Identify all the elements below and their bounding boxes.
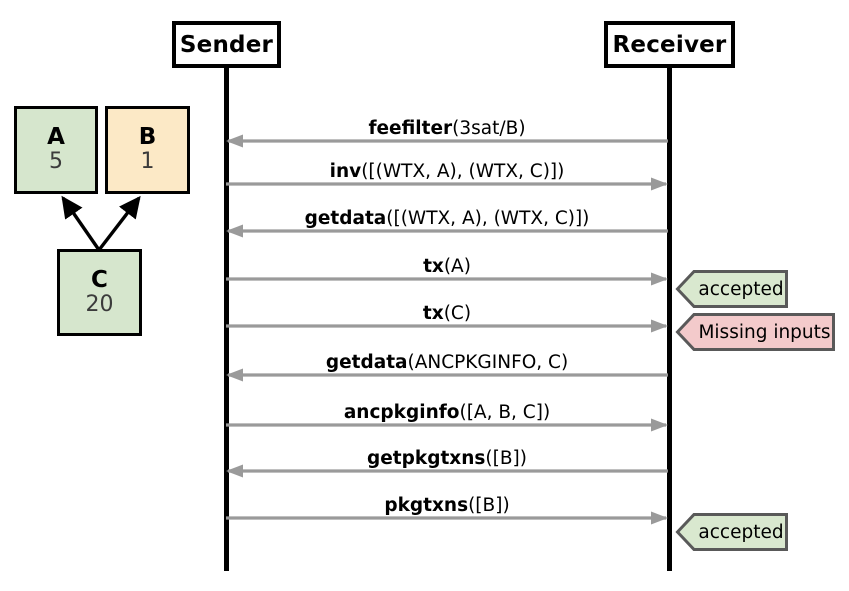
status-badge-label-1: accepted	[698, 278, 784, 300]
lifeline-sender	[224, 66, 229, 571]
message-label-5: tx(C)	[226, 303, 668, 324]
lifeline-receiver	[667, 66, 672, 571]
participant-header-sender: Sender	[172, 21, 281, 68]
dependency-arrows	[61, 195, 141, 252]
message-row-8: getpkgtxns([B])	[226, 432, 668, 478]
transaction-value-c: 20	[85, 291, 114, 317]
participant-label-receiver: Receiver	[612, 31, 727, 58]
message-label-2: inv([(WTX, A), (WTX, C)])	[226, 161, 668, 182]
transaction-name-a: A	[47, 124, 65, 151]
message-row-5: tx(C)	[226, 287, 668, 333]
message-args-1: (3sat/B)	[452, 118, 526, 139]
message-row-1: feefilter(3sat/B)	[226, 102, 668, 148]
badge-shape-2	[676, 313, 835, 351]
message-name-5: tx	[422, 303, 444, 324]
message-name-8: getpkgtxns	[367, 448, 486, 469]
message-arrow-7	[226, 418, 668, 432]
message-row-6: getdata(ANCPKGINFO, C)	[226, 336, 668, 382]
participant-header-receiver: Receiver	[604, 21, 735, 68]
message-arrow-2	[226, 177, 668, 191]
transaction-name-b: B	[138, 124, 157, 151]
transaction-box-c: C 20	[57, 249, 142, 336]
message-name-9: pkgtxns	[384, 495, 469, 516]
message-arrow-5	[226, 319, 668, 333]
message-label-1: feefilter(3sat/B)	[226, 118, 668, 139]
message-label-9: pkgtxns([B])	[226, 495, 668, 516]
message-name-3: getdata	[304, 208, 387, 229]
message-name-2: inv	[329, 161, 362, 182]
message-label-8: getpkgtxns([B])	[226, 448, 668, 469]
status-badge-label-2: Missing inputs	[698, 321, 831, 343]
message-args-5: (C)	[443, 303, 472, 324]
badge-shape-1	[676, 270, 788, 308]
message-args-6: (ANCPKGINFO, C)	[407, 352, 569, 373]
status-badge-missing-inputs-tx-c: Missing inputs	[676, 313, 835, 351]
transaction-value-a: 5	[49, 149, 63, 175]
message-args-7: ([A, B, C])	[459, 402, 551, 423]
message-args-8: ([B])	[485, 448, 527, 469]
message-args-4: (A)	[443, 256, 471, 277]
message-label-3: getdata([(WTX, A), (WTX, C)])	[226, 208, 668, 229]
dependency-arrow-c-to-a	[61, 195, 101, 251]
message-name-6: getdata	[325, 352, 408, 373]
dependency-arrow-c-to-b	[97, 195, 141, 252]
message-name-1: feefilter	[368, 118, 453, 139]
status-badge-label-3: accepted	[698, 521, 784, 543]
status-badge-accepted-pkgtxns: accepted	[676, 513, 788, 551]
transaction-name-c: C	[91, 266, 108, 293]
badge-shape-3	[676, 513, 788, 551]
message-row-2: inv([(WTX, A), (WTX, C)])	[226, 145, 668, 191]
message-name-4: tx	[423, 256, 444, 277]
message-arrow-6	[226, 368, 668, 382]
transaction-value-b: 1	[140, 149, 155, 175]
message-row-7: ancpkginfo([A, B, C])	[226, 386, 668, 432]
message-arrow-9	[226, 511, 668, 525]
message-arrow-8	[226, 464, 668, 478]
message-row-4: tx(A)	[226, 240, 668, 286]
message-label-4: tx(A)	[226, 256, 668, 277]
transaction-box-b: B 1	[105, 106, 190, 194]
status-badge-accepted-tx-a: accepted	[676, 270, 788, 308]
message-arrow-4	[226, 272, 668, 286]
transaction-box-a: A 5	[14, 106, 98, 194]
message-label-7: ancpkginfo([A, B, C])	[226, 402, 668, 423]
message-args-2: ([(WTX, A), (WTX, C)])	[361, 161, 565, 182]
message-row-3: getdata([(WTX, A), (WTX, C)])	[226, 192, 668, 238]
message-row-9: pkgtxns([B])	[226, 479, 668, 525]
message-name-7: ancpkginfo	[343, 402, 460, 423]
message-label-6: getdata(ANCPKGINFO, C)	[226, 352, 668, 373]
message-arrow-3	[226, 224, 668, 238]
participant-label-sender: Sender	[179, 31, 274, 58]
message-args-3: ([(WTX, A), (WTX, C)])	[386, 208, 590, 229]
message-arrow-1	[226, 134, 668, 148]
message-args-9: ([B])	[468, 495, 510, 516]
